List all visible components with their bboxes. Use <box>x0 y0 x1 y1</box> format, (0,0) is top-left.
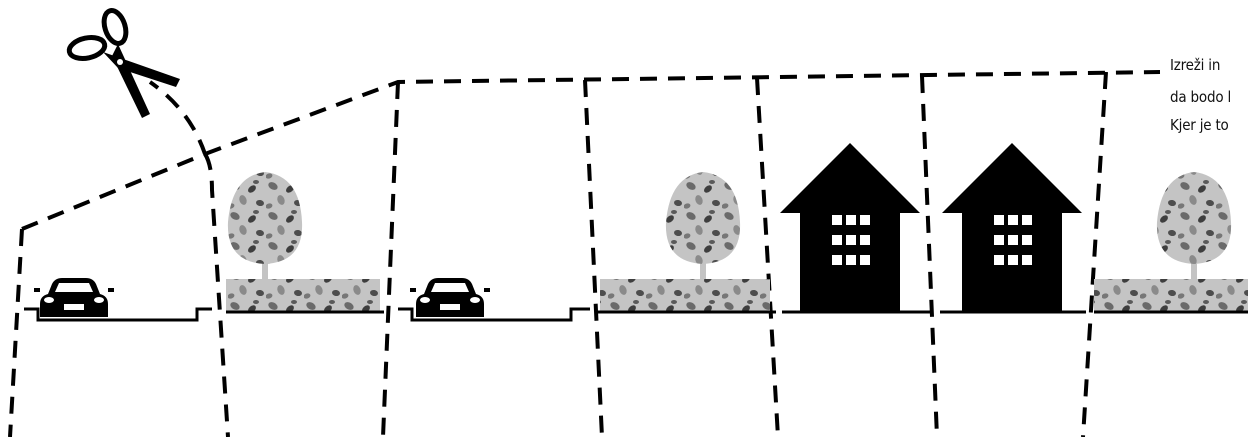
house-icon <box>942 143 1082 313</box>
tree-icon <box>666 172 740 280</box>
hedge-icon <box>226 279 380 312</box>
car-icon <box>410 278 490 317</box>
tree-icon <box>1157 172 1231 280</box>
instruction-line-3: Kjer je to <box>1170 116 1229 134</box>
scissors-icon <box>67 8 180 118</box>
instruction-line-2: da bodo l <box>1170 88 1231 106</box>
car-icon <box>34 278 114 317</box>
hedge-icon <box>1094 279 1248 312</box>
cut-lines-vertical <box>10 72 1106 437</box>
instruction-line-1: Izreži in <box>1170 56 1220 74</box>
tree-icon <box>228 172 302 280</box>
hedge-icon <box>600 279 770 312</box>
house-icon <box>780 143 920 313</box>
